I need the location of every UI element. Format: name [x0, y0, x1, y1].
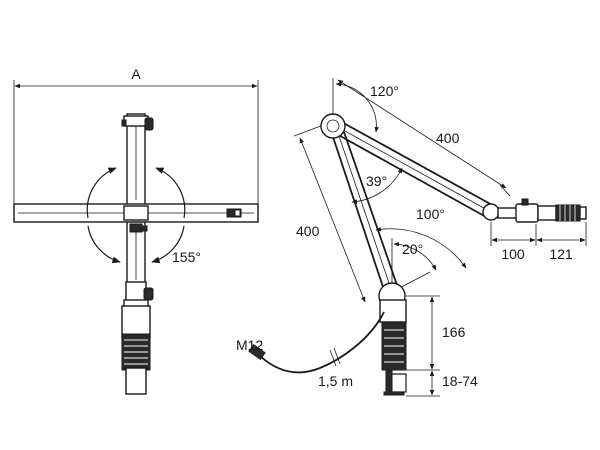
- upper-arm-dimension: 400: [337, 79, 511, 197]
- inner-angle-label: 39°: [366, 173, 387, 189]
- head-angle-dimension: 100°: [375, 206, 467, 269]
- lower-arm-length-label: 400: [296, 223, 320, 239]
- width-dimension: A: [13, 66, 259, 205]
- upper-arm-length-label: 400: [436, 130, 460, 146]
- front-base: [121, 281, 154, 395]
- connector-label: M12: [236, 337, 263, 353]
- vertical-tube: [121, 113, 154, 285]
- base-angle-dimension: 20°: [391, 238, 437, 293]
- lower-arm: [331, 131, 399, 291]
- side-base: [378, 282, 407, 396]
- rotation-angle-label: 155°: [172, 249, 201, 265]
- head-angle-label: 100°: [416, 206, 445, 222]
- horizontal-bar: [13, 203, 259, 223]
- head-length-dimensions: 100 121: [490, 222, 587, 262]
- top-joint: [320, 113, 346, 139]
- front-view: A 155°: [13, 66, 259, 395]
- width-label: A: [131, 66, 141, 82]
- base-height-dimensions: 166 18-74: [406, 295, 478, 397]
- front-grip-lines: [124, 339, 148, 365]
- base-angle-label: 20°: [402, 241, 423, 257]
- lamp-head: [482, 198, 587, 223]
- side-view: 120° 400 39° 100°: [236, 78, 587, 397]
- rotation-arcs: 155°: [86, 167, 201, 265]
- head-length-1-label: 100: [501, 246, 525, 262]
- top-joint-angle-label: 120°: [370, 83, 399, 99]
- base-height-label: 166: [442, 324, 466, 340]
- cable: M12 1,5 m: [236, 311, 385, 389]
- lower-arm-dimension: 400: [293, 123, 366, 303]
- head-length-2-label: 121: [549, 246, 573, 262]
- cable-length-label: 1,5 m: [318, 373, 353, 389]
- clamp-range-label: 18-74: [442, 373, 478, 389]
